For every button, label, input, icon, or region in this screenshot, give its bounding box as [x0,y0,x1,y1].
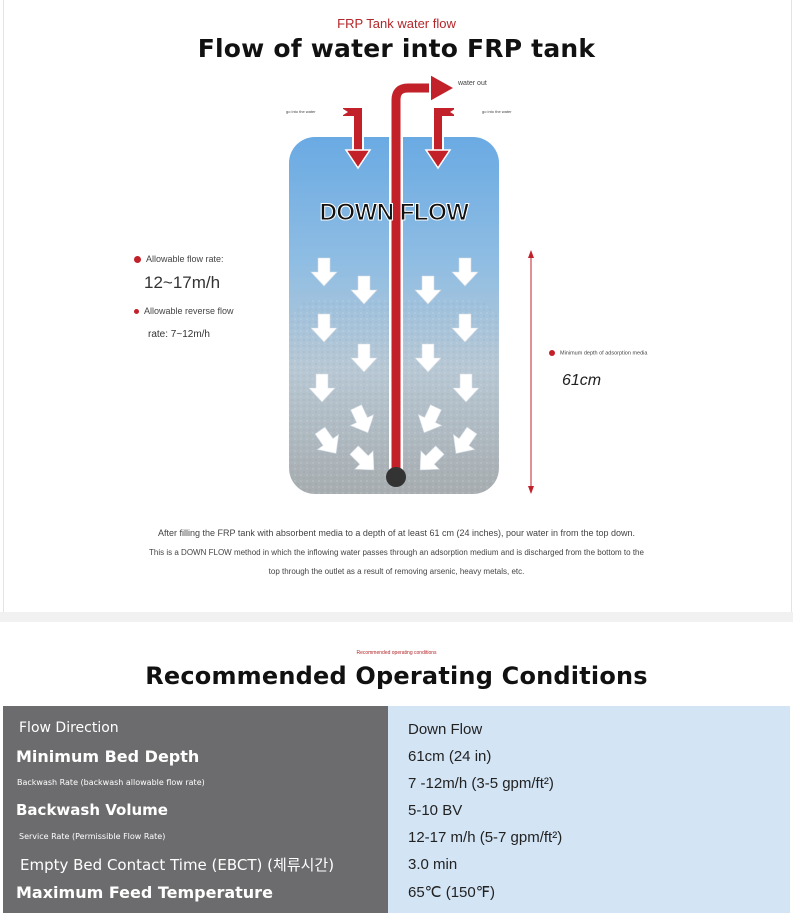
down-arrow-icon [452,373,480,403]
section2-small-title: Recommended operating conditions [356,650,437,656]
down-arrow-icon [414,275,442,305]
down-arrow-icon [308,373,336,403]
inlet-right-arrow-icon [424,106,458,170]
bullet-icon [549,350,555,356]
down-arrow-icon [350,275,378,305]
down-arrow-icon [314,426,340,454]
inlet-left-arrow-icon [340,106,372,170]
water-out-label: water out [458,80,487,87]
section1-small-title: FRP Tank water flow [337,16,456,31]
description-line-3: top through the outlet as a result of re… [268,567,525,576]
down-arrow-icon [452,426,478,454]
flow-rate-label: Allowable flow rate: [134,254,224,264]
go-in-right-label: go into the water [482,109,512,114]
section1-title: Flow of water into FRP tank [197,34,596,63]
section-divider [0,612,793,622]
table-label-column: Flow Direction Minimum Bed Depth Backwas… [3,706,388,913]
bullet-icon [134,256,141,264]
down-arrow-icon [414,343,442,373]
table-row-label: Maximum Feed Temperature [16,883,273,902]
down-arrow-icon [349,445,375,471]
down-arrow-icon [350,343,378,373]
description-line-1: After filling the FRP tank with absorben… [157,528,636,538]
down-arrow-icon [417,404,443,434]
flow-rate-value: 12~17m/h [144,273,221,292]
outlet-pipe [386,72,458,487]
description-line-2: This is a DOWN FLOW method in which the … [149,548,644,557]
table-row-label: Backwash Volume [16,801,168,819]
table-row-value: Down Flow [408,721,483,738]
table-row-value: 3.0 min [408,856,458,873]
table-row-label: Flow Direction [19,720,119,736]
min-depth-value: 61cm [562,372,602,389]
table-row-label: Backwash Rate (backwash allowable flow r… [17,778,205,787]
water-out-arrow-icon [429,72,458,104]
down-arrow-icon [310,257,338,287]
reverse-flow-value: rate: 7~12m/h [148,329,210,340]
table-row-value: 12-17 m/h (5-7 gpm/ft²) [408,829,563,846]
outlet-drain [386,467,406,487]
bullet-icon [134,309,139,315]
table-row-value: 61cm (24 in) [408,748,492,765]
table-row-value: 65℃ (150℉) [408,884,495,901]
table-value-column: Down Flow 61cm (24 in) 7 -12m/h (3-5 gpm… [388,706,790,913]
table-row-label: Service Rate (Permissible Flow Rate) [19,832,166,841]
table-row-label: Empty Bed Contact Time (EBCT) (체류시간) [20,856,335,874]
down-arrow-icon [451,313,479,343]
reverse-flow-label: Allowable reverse flow [134,306,234,316]
tank-label: DOWN FLOW [320,199,470,226]
down-arrow-icon [310,313,338,343]
down-arrow-icon [451,257,479,287]
table-row-value: 5-10 BV [408,802,463,819]
go-in-left-label: go into the water [286,109,316,114]
down-arrow-icon [349,404,375,434]
down-arrow-icon [419,445,445,471]
table-row-value: 7 -12m/h (3-5 gpm/ft²) [408,775,554,792]
section2-title: Recommended Operating Conditions [145,662,648,690]
table-row-label: Minimum Bed Depth [16,747,200,766]
depth-indicator-icon [528,250,534,494]
operating-conditions-table: Flow Direction Minimum Bed Depth Backwas… [3,706,790,913]
min-depth-label: Minimum depth of adsorption media [549,350,647,356]
frp-tank-diagram: DOWN FLOW [289,72,534,494]
